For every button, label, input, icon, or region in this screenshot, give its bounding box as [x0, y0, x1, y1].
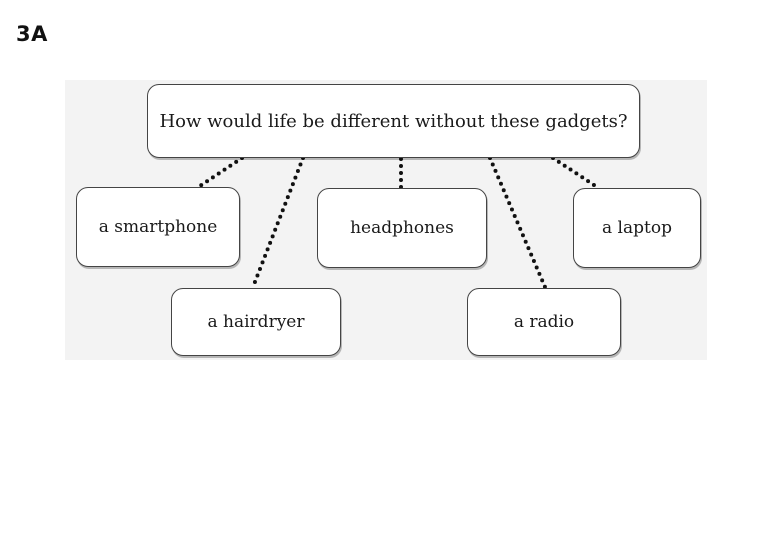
connector-radio: [488, 156, 547, 289]
gadget-label-headphones: headphones: [350, 218, 454, 238]
gadget-box-hairdryer: a hairdryer: [171, 288, 341, 356]
connector-laptop: [551, 156, 599, 189]
gadget-box-laptop: a laptop: [573, 188, 701, 268]
exercise-label: 3A: [16, 22, 48, 46]
gadget-label-laptop: a laptop: [602, 218, 672, 238]
gadget-label-hairdryer: a hairdryer: [207, 312, 305, 332]
question-text: How would life be different without thes…: [159, 110, 628, 132]
gadget-label-smartphone: a smartphone: [98, 217, 218, 237]
connector-hairdryer: [251, 156, 305, 289]
gadget-label-radio: a radio: [513, 312, 575, 332]
gadget-box-radio: a radio: [467, 288, 621, 356]
connector-smartphone: [195, 156, 244, 190]
question-box: How would life be different without thes…: [147, 84, 640, 158]
gadget-box-smartphone: a smartphone: [76, 187, 240, 267]
gadget-box-headphones: headphones: [317, 188, 487, 268]
